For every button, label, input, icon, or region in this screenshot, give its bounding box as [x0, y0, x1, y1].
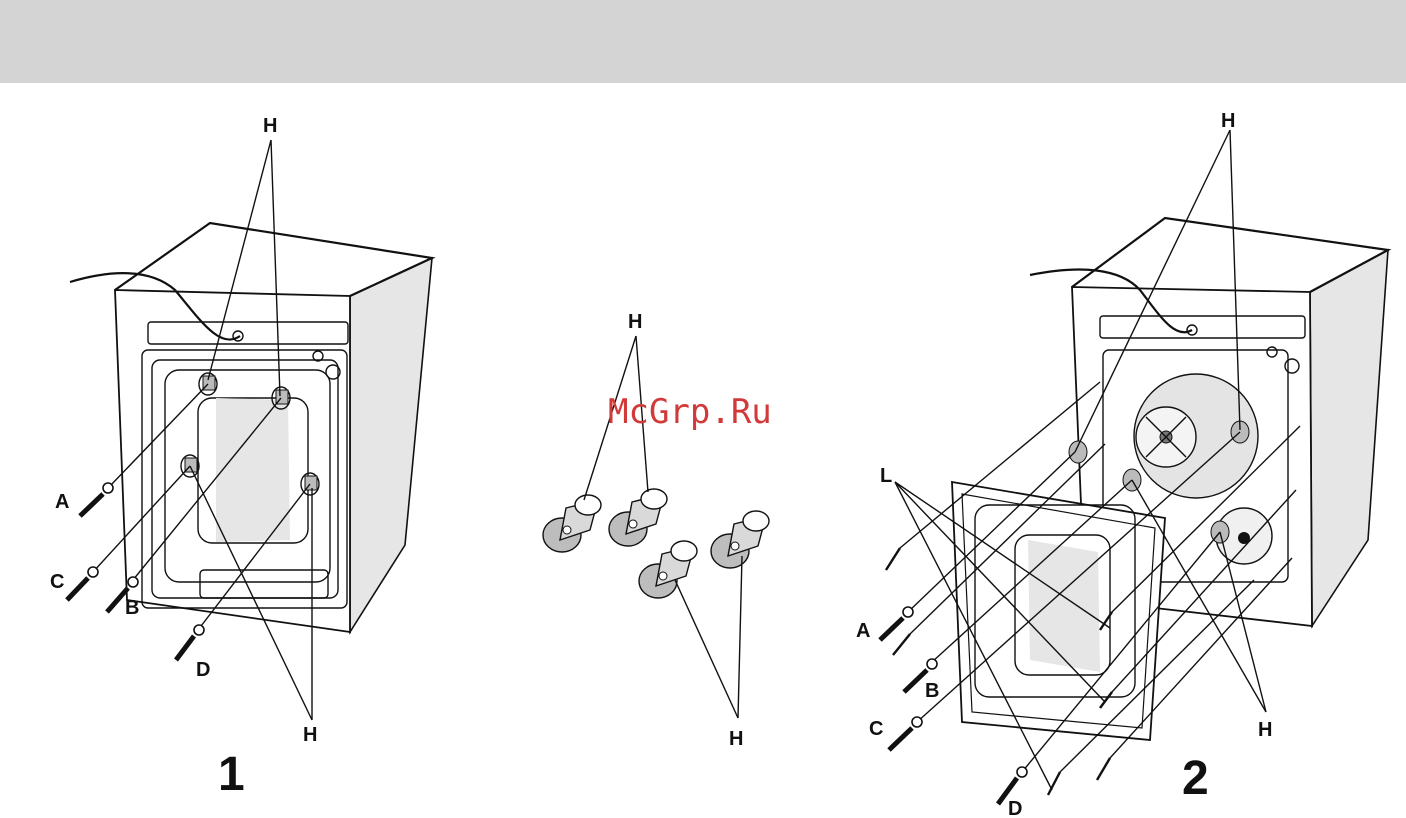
spacer-part-3	[639, 541, 697, 598]
middle-label-h-bottom: H	[729, 728, 743, 750]
bolt-c-2	[889, 717, 922, 750]
washer-cabinet-1	[70, 223, 432, 632]
fig1-label-a: A	[55, 491, 69, 513]
fig1-number: 1	[218, 748, 245, 801]
spacers-group: H H	[543, 311, 769, 750]
fig1-label-h-top: H	[263, 115, 277, 137]
bolt-c-1	[67, 567, 98, 600]
bolt-d-1	[176, 625, 204, 660]
fig2-number: 2	[1182, 752, 1209, 805]
figure-1: H H A C B D 1	[50, 115, 432, 801]
spacer-part-4	[711, 511, 769, 568]
fig2-label-a: A	[856, 620, 870, 642]
bolt-a-1	[80, 483, 113, 516]
fig1-label-d: D	[196, 659, 210, 681]
fig1-label-c: C	[50, 571, 64, 593]
fig1-label-b: B	[125, 597, 139, 619]
fig1-label-h-bottom: H	[303, 724, 317, 746]
spacer-part-2	[609, 489, 667, 546]
fig2-label-d: D	[1008, 798, 1022, 818]
fig2-label-h-bottom: H	[1258, 719, 1272, 741]
fig2-label-l: L	[880, 465, 892, 487]
figure-2: H H L A B C D 2	[856, 110, 1388, 818]
middle-label-h-top: H	[628, 311, 642, 333]
watermark: McGrp.Ru	[608, 392, 772, 432]
back-panel-2	[952, 482, 1165, 740]
fig2-label-c: C	[869, 718, 883, 740]
spacer-part-1	[543, 495, 601, 552]
fig2-label-b: B	[925, 680, 939, 702]
fig2-label-h-top: H	[1221, 110, 1235, 132]
